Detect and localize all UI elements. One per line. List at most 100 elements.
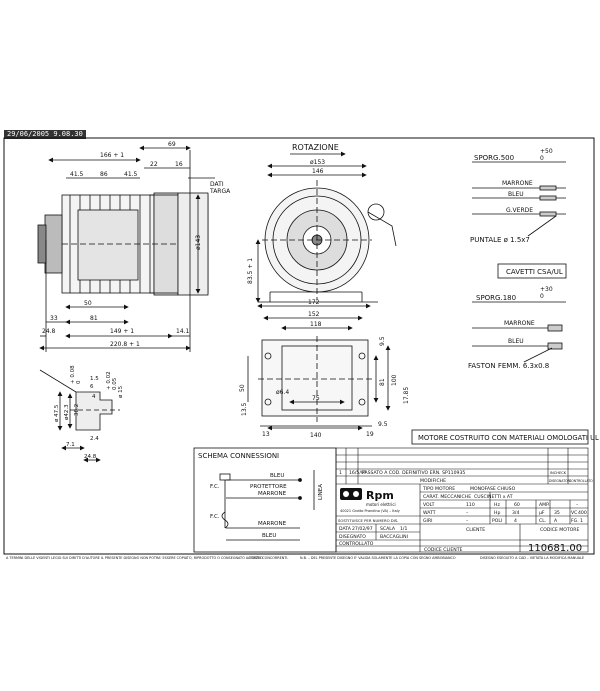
- front-view: [255, 151, 397, 303]
- svg-text:CARAT. MECCANICHE: CARAT. MECCANICHE: [423, 494, 471, 500]
- approved-note-box: [411, 429, 589, 445]
- svg-text:SPORG.500: SPORG.500: [474, 154, 514, 162]
- svg-text:9.5: 9.5: [379, 336, 386, 346]
- svg-text:A DITTE CONCORRENTI.: A DITTE CONCORRENTI.: [248, 556, 288, 560]
- svg-text:SCALA: SCALA: [380, 526, 396, 532]
- svg-text:19: 19: [366, 431, 374, 438]
- svg-text:CODICE CLIENTE: CODICE CLIENTE: [424, 547, 463, 553]
- svg-text:50: 50: [239, 384, 246, 392]
- svg-text:CODICE MOTORE: CODICE MOTORE: [540, 527, 579, 533]
- side-view-dims: 69 166 + 1 41.5 86 41.5 22 16 50 33 81 2…: [42, 141, 231, 348]
- svg-text:22: 22: [150, 161, 158, 168]
- dati-label: DATI: [210, 181, 224, 188]
- svg-text:–: –: [576, 503, 579, 508]
- svg-text:INCHECK: INCHECK: [550, 471, 567, 475]
- svg-text:G.VERDE: G.VERDE: [506, 207, 533, 214]
- svg-text:F.C.: F.C.: [210, 484, 220, 490]
- svg-text:N.B. – DEL PRESENTE DISEGNO E': N.B. – DEL PRESENTE DISEGNO E' VALIDA SO…: [300, 556, 456, 560]
- svg-text:motori elettrici: motori elettrici: [366, 502, 396, 507]
- svg-text:CL.: CL.: [539, 518, 546, 524]
- svg-text:17.85: 17.85: [403, 387, 410, 404]
- svg-text:220.8 + 1: 220.8 + 1: [110, 341, 140, 348]
- svg-text:16/5/97: 16/5/97: [349, 470, 367, 476]
- svg-text:6: 6: [90, 384, 94, 390]
- svg-text:0: 0: [76, 380, 82, 384]
- shaft-detail-dims: ø 47.5 ø42.3 38.2 4 + 0.08 0 1.5 6 ø 15 …: [54, 365, 124, 460]
- cable-box: [497, 263, 567, 279]
- schema-diagram: [219, 470, 315, 541]
- svg-text:Hp: Hp: [494, 510, 500, 516]
- svg-text:ø 15: ø 15: [118, 385, 124, 398]
- svg-text:+50: +50: [540, 148, 553, 155]
- rotation-label: ROTAZIONE: [292, 143, 339, 152]
- svg-text:0.05: 0.05: [112, 377, 118, 390]
- svg-text:–: –: [466, 519, 469, 524]
- rpm-logo: Rpm motori elettrici 40021 Grotto Prandi…: [340, 488, 400, 513]
- wires-bottom: [472, 301, 566, 363]
- svg-text:149 + 1: 149 + 1: [110, 328, 134, 335]
- svg-text:BLEU: BLEU: [508, 338, 524, 345]
- title-block-text: 1 16/5/97 PASSATO A COD. DEFINITIVO ERN.…: [338, 470, 593, 553]
- svg-text:MONOFASE CHIUSO: MONOFASE CHIUSO: [470, 486, 516, 492]
- svg-text:7.1: 7.1: [66, 442, 75, 448]
- motor-code: 110681.00: [528, 543, 582, 554]
- svg-text:ø6.4: ø6.4: [276, 389, 289, 396]
- svg-text:TIPO MOTORE: TIPO MOTORE: [422, 486, 455, 492]
- svg-text:2.4: 2.4: [90, 436, 99, 442]
- svg-text:F.C.: F.C.: [210, 514, 220, 520]
- svg-text:BACCAGLINI: BACCAGLINI: [380, 534, 408, 540]
- svg-text:75: 75: [312, 395, 320, 402]
- svg-text:24.8: 24.8: [42, 328, 56, 335]
- svg-text:50: 50: [84, 300, 92, 307]
- svg-text:0: 0: [540, 293, 544, 300]
- svg-text:4: 4: [514, 518, 517, 524]
- foot-plate: [247, 303, 391, 431]
- shaft-detail: [39, 369, 120, 463]
- svg-text:A: A: [554, 518, 558, 524]
- cable-box-label: CAVETTI CSA/UL: [506, 268, 563, 276]
- svg-text:A TERMINI DELLE VIGENTI LEGGI: A TERMINI DELLE VIGENTI LEGGI SUI DIRITT…: [6, 556, 263, 560]
- svg-text:CUSCINETTI x AT: CUSCINETTI x AT: [474, 494, 513, 500]
- svg-text:PROTETTORE: PROTETTORE: [250, 484, 287, 490]
- svg-text:DISEGNATORI: DISEGNATORI: [549, 479, 571, 483]
- svg-text:ø42.3: ø42.3: [64, 404, 70, 420]
- wires-top: [472, 161, 566, 237]
- svg-text:86: 86: [100, 171, 108, 178]
- svg-text:172: 172: [308, 299, 320, 306]
- svg-text:41.5: 41.5: [124, 171, 138, 178]
- svg-text:110: 110: [466, 502, 475, 508]
- svg-text:40021 Grotto Prandino (VA) – I: 40021 Grotto Prandino (VA) – Italy: [340, 509, 400, 513]
- svg-text:–: –: [466, 511, 469, 516]
- wires-bottom-labels: SPORG.180 +30 0 MARRONE BLEU FASTON FEMM…: [468, 286, 553, 370]
- svg-text:69: 69: [168, 141, 176, 148]
- title-block: [335, 447, 589, 553]
- footer-notes: A TERMINI DELLE VIGENTI LEGGI SUI DIRITT…: [6, 556, 584, 560]
- svg-text:140: 140: [310, 432, 322, 439]
- svg-text:SPORG.180: SPORG.180: [476, 294, 516, 302]
- svg-text:27/02/97: 27/02/97: [352, 526, 373, 532]
- svg-text:0: 0: [540, 155, 544, 162]
- wires-top-labels: SPORG.500 +50 0 MARRONE BLEU G.VERDE PUN…: [470, 148, 553, 244]
- svg-text:LINEA: LINEA: [318, 484, 324, 500]
- svg-text:MODIFICHE: MODIFICHE: [420, 478, 446, 484]
- svg-text:1/1: 1/1: [400, 526, 407, 532]
- svg-text:VOLT: VOLT: [423, 502, 435, 508]
- svg-text:PASSATO A COD. DEFINITIVO ERN.: PASSATO A COD. DEFINITIVO ERN. SP110935: [362, 470, 465, 476]
- svg-text:60: 60: [514, 502, 520, 508]
- svg-text:3/4: 3/4: [512, 510, 519, 516]
- svg-text:PUNTALE ø 1.5x7: PUNTALE ø 1.5x7: [470, 236, 530, 244]
- svg-text:BLEU: BLEU: [508, 191, 524, 198]
- svg-text:+30: +30: [540, 286, 553, 293]
- svg-text:MARRONE: MARRONE: [258, 521, 287, 527]
- svg-text:MARRONE: MARRONE: [502, 180, 533, 187]
- svg-text:13: 13: [262, 431, 270, 438]
- svg-text:14.1: 14.1: [176, 328, 190, 335]
- svg-text:FASTON FEMM. 6.3x0.8: FASTON FEMM. 6.3x0.8: [468, 362, 549, 370]
- svg-text:VC: VC: [571, 510, 577, 516]
- svg-text:146: 146: [312, 168, 324, 175]
- svg-text:1.5: 1.5: [90, 376, 99, 382]
- svg-text:1: 1: [580, 518, 583, 524]
- svg-text:4: 4: [92, 394, 96, 400]
- svg-text:Hz: Hz: [494, 502, 500, 508]
